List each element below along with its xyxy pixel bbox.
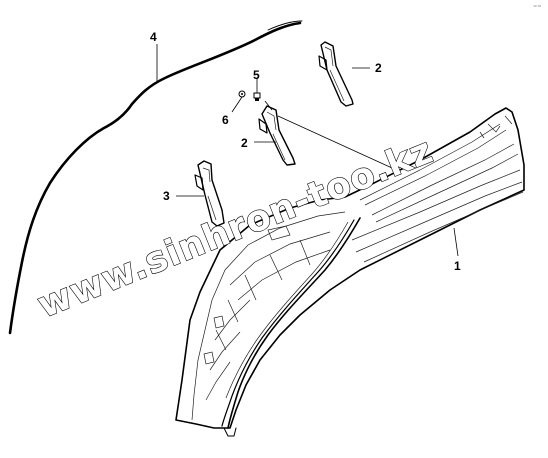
callout-6: 6 — [222, 113, 229, 127]
callout-2-middle: 2 — [241, 136, 248, 150]
callout-3: 3 — [163, 189, 170, 203]
corner-mark: == — [533, 4, 541, 10]
leader-lines — [156, 44, 459, 257]
part-4-strip — [8, 20, 303, 335]
part-2-bracket-middle — [258, 105, 296, 166]
watermark-text: www.sinhron-too.kz — [32, 130, 439, 326]
part-5-clip — [253, 92, 261, 101]
part-3-bracket — [194, 160, 225, 227]
callout-2-upper: 2 — [375, 61, 382, 75]
callout-5: 5 — [253, 68, 260, 82]
part-1-wheel-arch-panel — [175, 107, 525, 437]
part-2-bracket-upper — [318, 41, 354, 107]
callout-1: 1 — [454, 259, 461, 273]
part-6-nut — [238, 90, 246, 98]
callout-4: 4 — [150, 30, 157, 44]
